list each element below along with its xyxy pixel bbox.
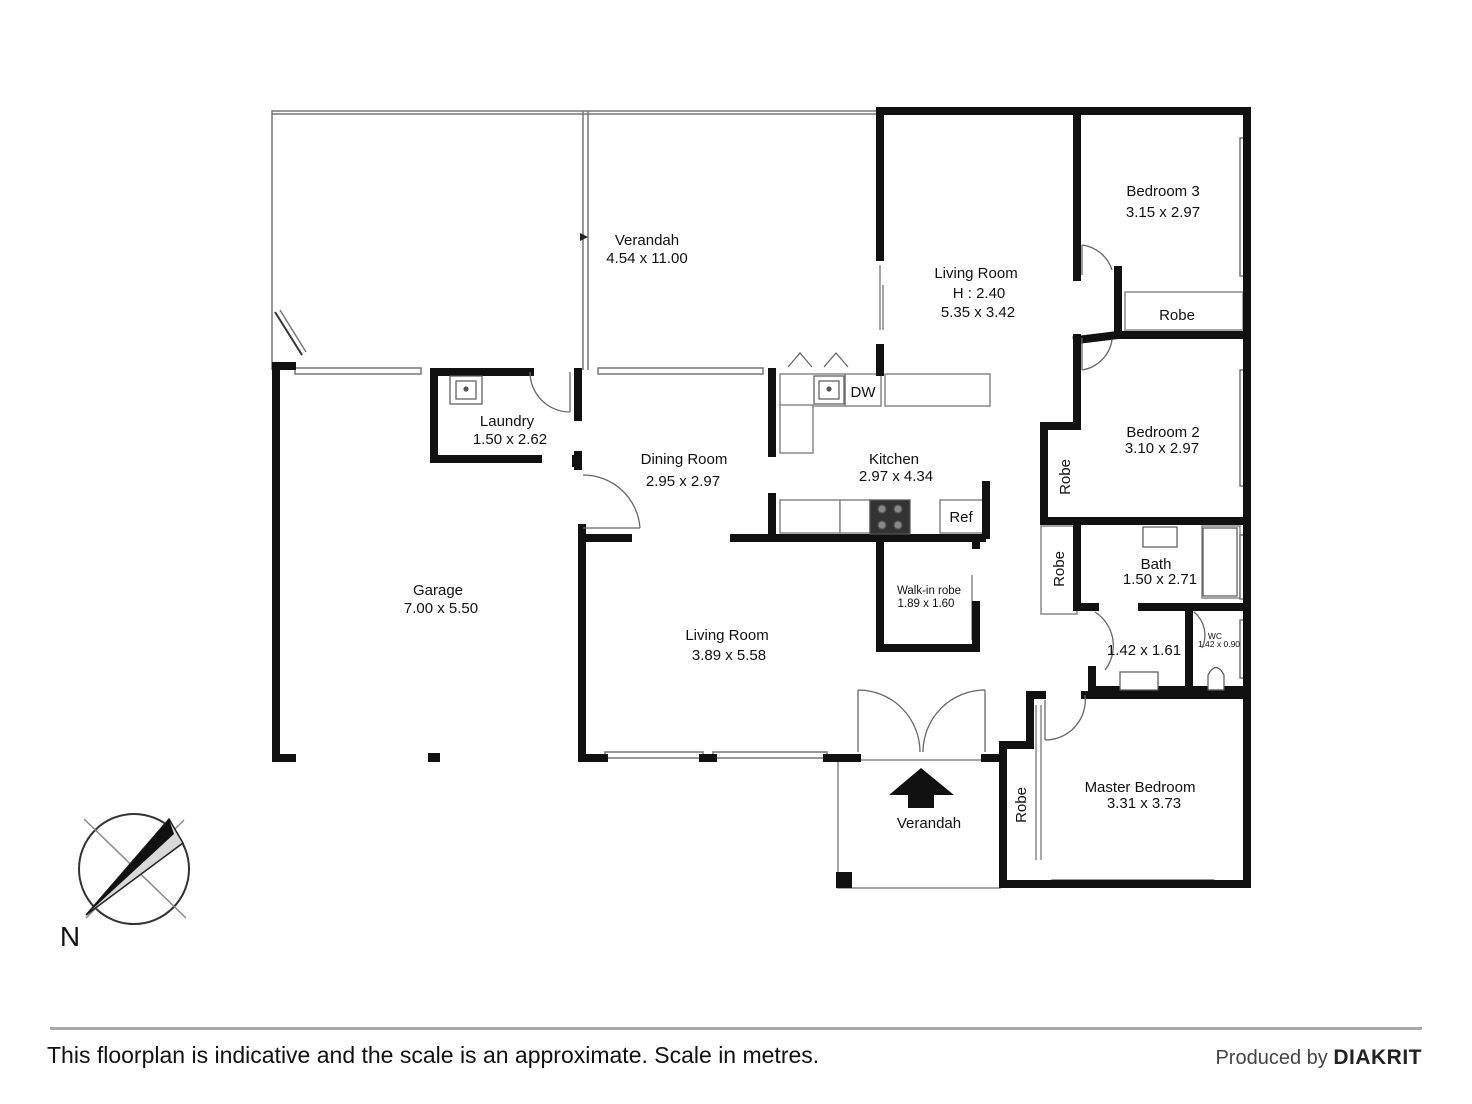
fixtures bbox=[449, 375, 1238, 691]
brand-logo: DIAKRIT bbox=[1333, 1046, 1422, 1069]
appliance-ref: Ref bbox=[949, 509, 973, 526]
room-name-verandah-front: Verandah bbox=[897, 815, 961, 832]
room-name-wc: WC bbox=[1208, 631, 1222, 641]
doors bbox=[529, 244, 1206, 753]
bath-sink-icon bbox=[1142, 526, 1178, 548]
room-dims-kitchen: 2.97 x 4.34 bbox=[859, 468, 933, 485]
room-name-bedroom3: Bedroom 3 bbox=[1126, 183, 1199, 200]
column bbox=[428, 753, 440, 762]
room-name-bath: Bath bbox=[1141, 556, 1172, 573]
room-dims-bath: 1.50 x 2.71 bbox=[1123, 571, 1197, 588]
footer-disclaimer: This floorplan is indicative and the sca… bbox=[47, 1042, 820, 1068]
room-labels: Verandah 4.54 x 11.00 Living Room H : 2.… bbox=[60, 183, 1240, 952]
footer-divider bbox=[50, 1027, 1422, 1030]
room-name-master: Master Bedroom bbox=[1085, 779, 1196, 796]
room-dims-verandah-rear: 4.54 x 11.00 bbox=[606, 250, 687, 267]
room-name-walkin: Walk-in robe bbox=[897, 585, 961, 597]
room-name-verandah-rear: Verandah bbox=[615, 232, 679, 249]
room-dims-bedroom2: 3.10 x 2.97 bbox=[1125, 440, 1199, 457]
produced-by-label: Produced by bbox=[1215, 1047, 1328, 1069]
room-dims-master: 3.31 x 3.73 bbox=[1107, 795, 1181, 812]
room-dims-hall: 1.42 x 1.61 bbox=[1107, 642, 1181, 659]
column bbox=[572, 455, 582, 467]
room-name-robe-b2: Robe bbox=[1057, 459, 1074, 495]
room-dims-laundry: 1.50 x 2.62 bbox=[473, 431, 547, 448]
compass-icon bbox=[78, 813, 190, 925]
room-name-robe-b3: Robe bbox=[1159, 307, 1195, 324]
room-dims-walkin: 1.89 x 1.60 bbox=[898, 598, 955, 610]
room-name-robe-master: Robe bbox=[1013, 787, 1030, 823]
room-name-living-rear: Living Room bbox=[934, 265, 1017, 282]
room-name-kitchen: Kitchen bbox=[869, 451, 919, 468]
room-dims-living-rear: 5.35 x 3.42 bbox=[941, 304, 1015, 321]
room-name-robe-bath: Robe bbox=[1051, 551, 1068, 587]
room-name-laundry: Laundry bbox=[480, 413, 535, 430]
hall-sink-icon bbox=[1119, 671, 1159, 691]
room-dims-garage: 7.00 x 5.50 bbox=[404, 600, 478, 617]
room-name-garage: Garage bbox=[413, 582, 463, 599]
appliance-dw: DW bbox=[851, 384, 877, 401]
shower-icon bbox=[1202, 527, 1238, 597]
room-dims-dining: 2.95 x 2.97 bbox=[646, 473, 720, 490]
door-arrow-icon bbox=[580, 233, 588, 241]
cooktop-icon bbox=[869, 499, 911, 535]
room-height-living-rear: H : 2.40 bbox=[953, 285, 1006, 302]
room-dims-living-main: 3.89 x 5.58 bbox=[692, 647, 766, 664]
compass-north-label: N bbox=[60, 921, 80, 952]
rear-verandah-outline bbox=[271, 110, 880, 370]
room-name-living-main: Living Room bbox=[685, 627, 768, 644]
room-dims-wc: 1.42 x 0.90 bbox=[1198, 639, 1240, 649]
entry-arrow-icon bbox=[889, 768, 954, 808]
toilet-icon bbox=[1207, 666, 1225, 691]
column bbox=[836, 872, 852, 888]
room-name-bedroom2: Bedroom 2 bbox=[1126, 424, 1199, 441]
room-name-dining: Dining Room bbox=[641, 451, 728, 468]
walls bbox=[272, 107, 1251, 888]
footer-credit: Produced by DIAKRIT bbox=[1215, 1046, 1422, 1070]
room-dims-bedroom3: 3.15 x 2.97 bbox=[1126, 204, 1200, 221]
